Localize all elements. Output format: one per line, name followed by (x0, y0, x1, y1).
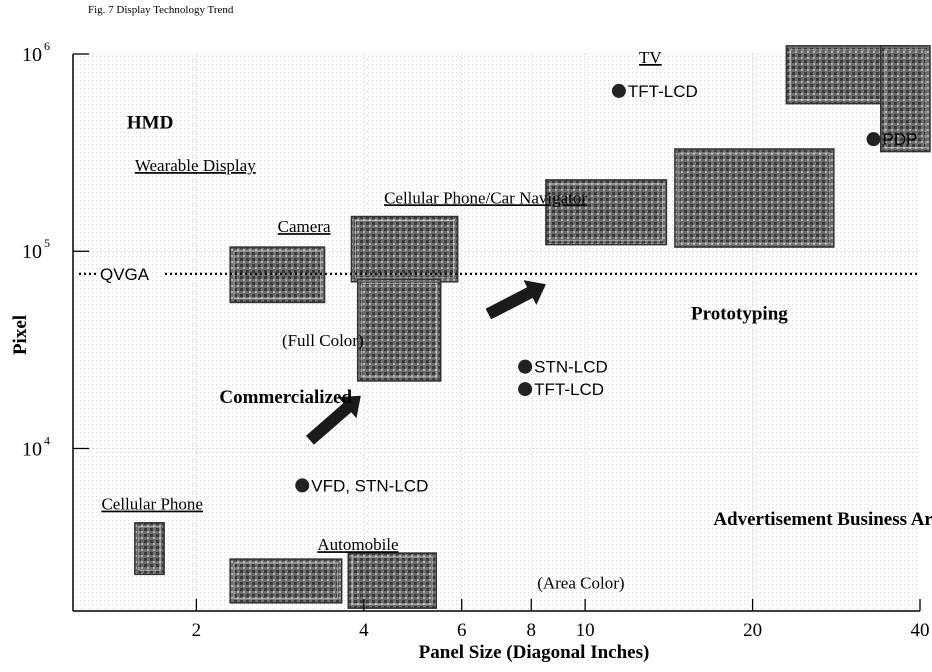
data-point-label: TFT-LCD (534, 380, 604, 399)
camera-photo-frame (229, 246, 326, 304)
y-tick-exponent: 6 (44, 39, 50, 53)
data-point (295, 478, 310, 493)
data-point (611, 83, 626, 98)
annotation-label: Camera (278, 217, 331, 236)
woman-photo (879, 45, 931, 153)
y-tick-label: 10 (22, 438, 42, 460)
x-tick-label: 40 (911, 620, 930, 641)
x-tick-label: 2 (192, 620, 202, 641)
trend-arrow (485, 280, 546, 320)
lcd-tv-photo (545, 179, 668, 246)
qvga-label: QVGA (100, 265, 150, 284)
data-point-label: VFD, STN-LCD (311, 476, 428, 495)
car-audio-photo-inner (233, 562, 339, 600)
car-display-photo-inner (351, 556, 433, 605)
y-axis-label: Pixel (10, 315, 31, 355)
full-color-phone-photo (356, 278, 442, 382)
y-tick-label: 10 (22, 241, 42, 263)
x-tick-label: 4 (359, 620, 369, 641)
x-tick-label: 8 (526, 620, 536, 641)
annotation-label: Cellular Phone (101, 495, 203, 514)
cellular-phone-photo (134, 522, 165, 576)
data-point (518, 359, 533, 374)
reference-line-layer: QVGA (79, 265, 920, 284)
gridlines (73, 53, 920, 611)
annotation-label: TV (639, 48, 662, 67)
annotation-label: (Area Color) (537, 574, 624, 593)
data-point (518, 382, 533, 397)
photo-layer (134, 45, 931, 609)
car-display-photo (347, 552, 438, 609)
plot-background (73, 54, 920, 611)
x-tick-label: 20 (743, 620, 762, 641)
pdp-photo-frame (674, 148, 835, 248)
woman-photo-inner (884, 49, 927, 149)
arrow-layer (306, 280, 546, 445)
annotation-label: Commercialized (219, 387, 352, 408)
y-tick-exponent: 4 (44, 433, 50, 447)
camera-photo (229, 246, 326, 304)
car-audio-photo (229, 558, 343, 604)
data-point-label: STN-LCD (534, 358, 608, 377)
car-navigator-photo (350, 215, 459, 283)
annotation-label: Automobile (317, 535, 398, 554)
figure-caption: Fig. 7 Display Technology Trend (88, 4, 234, 16)
full-color-phone-photo-frame (356, 278, 442, 382)
pdp-photo-inner (678, 152, 831, 244)
y-tick-exponent: 5 (44, 236, 50, 250)
annotation-label: Cellular Phone/Car Navigator (384, 188, 587, 207)
data-point (866, 132, 881, 147)
cellular-phone-photo-frame (134, 522, 165, 576)
y-tick-label: 10 (22, 44, 42, 66)
car-navigator-photo-inner (354, 220, 455, 279)
full-color-phone-photo-inner (361, 282, 438, 378)
x-tick-label: 10 (576, 620, 595, 641)
lcd-tv-photo-frame (545, 179, 668, 246)
car-audio-photo-frame (229, 558, 343, 604)
data-point-label: PDP (883, 130, 918, 149)
woman-photo-frame (879, 45, 931, 153)
annotation-label: (Full Color) (282, 331, 364, 350)
annotation-label: HMD (127, 112, 173, 133)
x-axis-label: Panel Size (Diagonal Inches) (419, 642, 650, 663)
car-navigator-photo-frame (350, 215, 459, 283)
pdp-photo (674, 148, 835, 248)
data-point-label: TFT-LCD (628, 82, 698, 101)
trend-arrow (306, 395, 361, 445)
lcd-tv-photo-inner (549, 183, 663, 242)
annotation-label: Advertisement Business Area (713, 509, 932, 530)
annotation-label: Wearable Display (135, 156, 256, 175)
cellular-phone-photo-inner (138, 526, 161, 571)
x-tick-label: 6 (457, 620, 467, 641)
car-display-photo-frame (347, 552, 438, 609)
annotation-label: Prototyping (691, 304, 788, 325)
point-layer: TFT-LCD PDP STN-LCD TFT-LCD VFD, STN-LCD (295, 82, 918, 495)
